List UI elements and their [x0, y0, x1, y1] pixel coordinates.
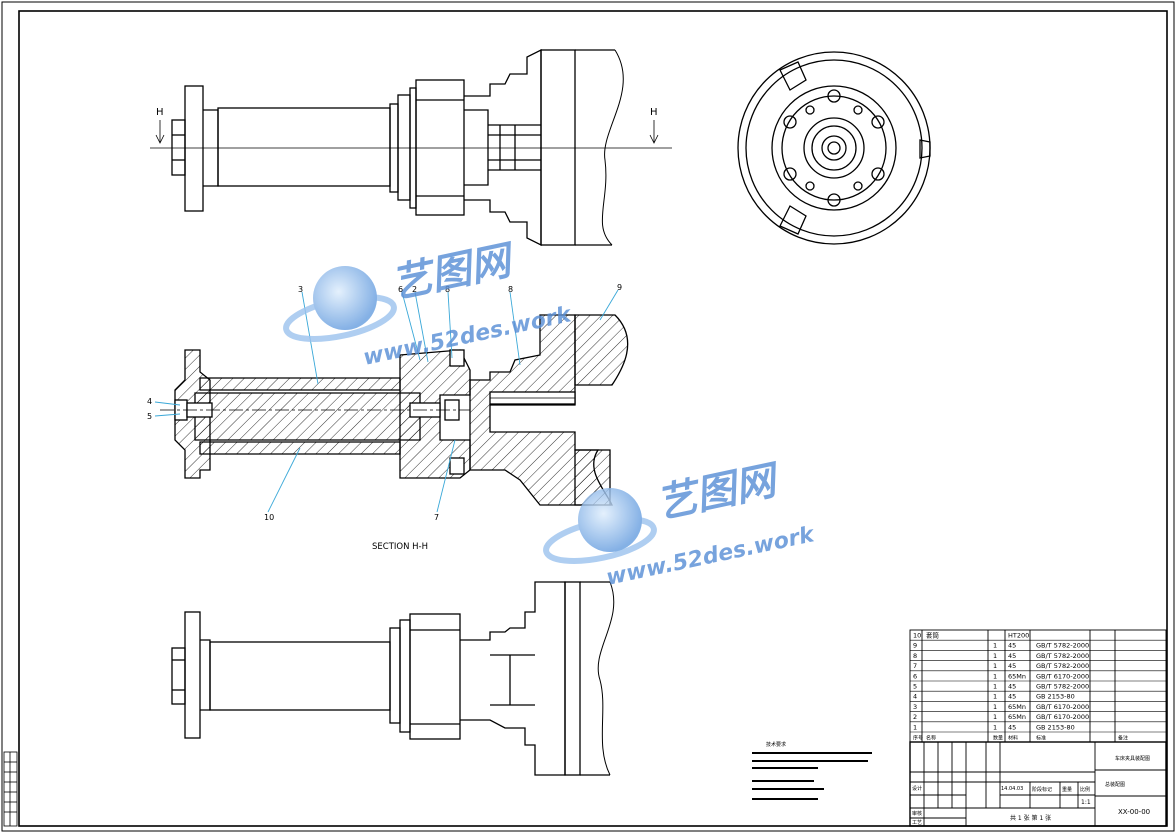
bom-cell-standard: GB/T 5782-2000 [1036, 662, 1089, 670]
sheets-info: 共 1 张 第 1 张 [1010, 814, 1051, 822]
globe-icon [313, 266, 377, 330]
bom-cell-material: 45 [1008, 693, 1016, 701]
bom-cell-standard: GB/T 5782-2000 [1036, 652, 1089, 660]
bottom-view [171, 581, 615, 776]
bom-row-lines [910, 639, 1166, 733]
bom-cell-name: 套筒 [926, 631, 940, 640]
section-caption: SECTION H-H [372, 542, 428, 552]
bom-cell-no: 6 [913, 672, 917, 680]
bom-header-qty: 数量 [993, 735, 1003, 742]
bom-cell-material: 45 [1008, 652, 1016, 660]
bom-cell-qty: 1 [993, 672, 997, 680]
bom-header-name: 名称 [926, 735, 936, 742]
bom-cell-qty: 1 [993, 693, 997, 701]
drawing-name: 车床夹具装配图 [1115, 755, 1150, 762]
scale-value: 1:1 [1081, 799, 1091, 806]
bom-cell-qty: 1 [993, 652, 997, 660]
balloon-7: 7 [434, 513, 439, 522]
craft-label: 工艺 [912, 820, 922, 826]
sub-name: 总装配图 [1105, 781, 1125, 788]
bom-cell-standard: GB 2153-80 [1036, 723, 1075, 731]
inner-border [18, 10, 1168, 827]
section-view [174, 314, 629, 506]
globe-icon [578, 488, 642, 552]
stage-label: 阶段标记 [1032, 786, 1052, 793]
bom-cell-material: 65Mn [1008, 672, 1026, 680]
bom-cell-material: 45 [1008, 723, 1016, 731]
technical-notes: 技术要求 [752, 741, 872, 800]
bom-cell-standard: GB 2153-80 [1036, 693, 1075, 701]
bom-cell-standard: GB/T 6170-2000 [1036, 713, 1089, 721]
balloon-8a: 8 [445, 285, 450, 294]
balloon-8b: 8 [508, 285, 513, 294]
bom-cell-no: 10 [913, 632, 921, 640]
bom-cell-no: 8 [913, 652, 917, 660]
watermark-brand-lower: 艺图网 [653, 457, 786, 528]
balloon-2: 2 [412, 285, 417, 294]
title-block-text: 车床夹具装配图 总装配图 XX-00-00 14.04.03 阶段标记 重量 比… [912, 755, 1150, 826]
bom-cell-no: 3 [913, 703, 917, 711]
balloon-labels: 3 6 2 8 8 9 4 5 10 7 [147, 283, 622, 522]
leader-lines [154, 289, 619, 513]
bom-cell-no: 2 [913, 713, 917, 721]
bom-cell-material: 45 [1008, 642, 1016, 650]
notes-title: 技术要求 [766, 741, 786, 748]
end-view [737, 51, 931, 245]
bom-cell-qty: 1 [993, 683, 997, 691]
balloon-6: 6 [398, 285, 403, 294]
bom-header-standard: 标准 [1036, 735, 1046, 742]
balloon-9: 9 [617, 283, 622, 292]
bom-cell-material: HT200 [1008, 632, 1029, 640]
bom-cell-no: 1 [913, 723, 917, 731]
bom-cell-qty: 1 [993, 662, 997, 670]
section-marker-right: H [650, 107, 658, 118]
bom-cell-standard: GB/T 5782-2000 [1036, 642, 1089, 650]
bom-cell-qty: 1 [993, 703, 997, 711]
drawing-date: 14.04.03 [1001, 786, 1023, 792]
binding-strip [3, 751, 18, 827]
design-label: 设计 [912, 785, 922, 792]
bom-cell-material: 65Mn [1008, 713, 1026, 721]
drawing-number: XX-00-00 [1118, 808, 1150, 816]
bom-cell-qty: 1 [993, 642, 997, 650]
bom-cell-standard: GB/T 5782-2000 [1036, 683, 1089, 691]
bom-cell-no: 9 [913, 642, 917, 650]
bom-cell-standard: GB/T 6170-2000 [1036, 703, 1089, 711]
section-marker-left: H [156, 107, 164, 118]
ratio-label: 比例 [1080, 786, 1090, 793]
watermark-upper: 艺图网 www.52des.work [283, 237, 575, 371]
bom-cell-qty: 1 [993, 713, 997, 721]
bom-header-material: 材料 [1008, 735, 1018, 742]
bom-cell-no: 5 [913, 683, 917, 691]
title-block [909, 741, 1167, 827]
bom-cell-standard: GB/T 6170-2000 [1036, 672, 1089, 680]
bom-cell-material: 45 [1008, 662, 1016, 670]
bom-cell-no: 7 [913, 662, 917, 670]
weight-label: 重量 [1062, 786, 1072, 793]
balloon-5: 5 [147, 412, 152, 421]
balloon-4: 4 [147, 397, 152, 406]
bom-cell-material: 65Mn [1008, 703, 1026, 711]
balloon-10: 10 [264, 513, 274, 522]
bom-cell-qty: 1 [993, 723, 997, 731]
review-label: 审核 [912, 810, 922, 817]
bom-cell-material: 45 [1008, 683, 1016, 691]
bom-header-no: 序号 [913, 735, 923, 742]
bom-header-remark: 备注 [1118, 735, 1128, 742]
balloon-3: 3 [298, 285, 303, 294]
bom-cell-no: 4 [913, 693, 917, 701]
top-view [150, 48, 672, 247]
watermark-brand-upper: 艺图网 [388, 237, 521, 308]
